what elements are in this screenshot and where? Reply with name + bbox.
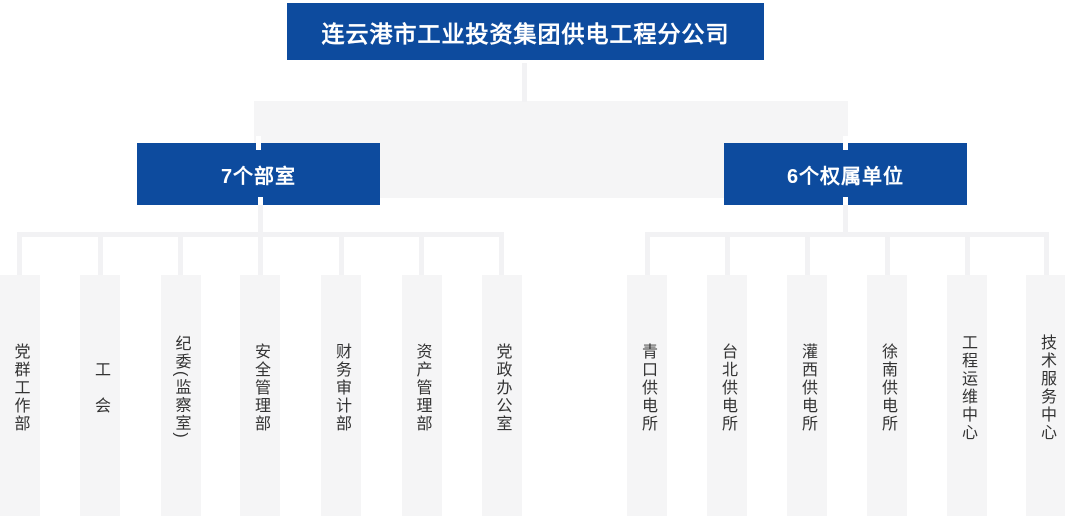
org-column-label: 党政办公室	[493, 342, 511, 433]
group-children-connector	[644, 232, 1049, 237]
org-column: 技术服务中心	[1026, 275, 1065, 516]
org-column: 工 会	[80, 275, 120, 516]
org-column: 工程运维中心	[947, 275, 987, 516]
org-column-label: 安全管理部	[252, 342, 269, 433]
group-box-subsidiaries: 6个权属单位	[724, 143, 967, 205]
column-connector-line	[644, 237, 650, 275]
org-column: 财务审计部	[321, 275, 361, 516]
subsidiaries-stub-line	[843, 205, 848, 233]
column-connector-line	[724, 237, 730, 275]
subsidiaries-top-tick	[843, 136, 848, 150]
org-column-label: 纪委(监察室)	[172, 335, 190, 440]
org-column-label: 青口供电所	[639, 342, 656, 433]
column-connector-line	[419, 237, 424, 275]
org-root-label: 连云港市工业投资集团供电工程分公司	[321, 20, 730, 47]
org-column-label: 工程运维中心	[959, 333, 976, 442]
org-column-label: 资产管理部	[413, 342, 431, 433]
org-column: 纪委(监察室)	[160, 275, 201, 516]
departments-bottom-tick	[257, 197, 263, 206]
org-column-label: 技术服务中心	[1038, 333, 1055, 442]
column-connector-line	[338, 237, 344, 275]
group-box-departments: 7个部室	[137, 143, 380, 205]
org-column-label: 财务审计部	[333, 342, 350, 433]
org-column: 党群工作部	[0, 275, 40, 516]
org-column: 青口供电所	[627, 275, 667, 516]
column-connector-line	[804, 237, 810, 275]
org-column-label: 党群工作部	[11, 342, 29, 433]
org-column: 灌西供电所	[787, 275, 827, 516]
org-column: 台北供电所	[707, 275, 747, 516]
group-children-connector	[17, 232, 504, 237]
column-connector-line	[1043, 237, 1049, 275]
column-connector-line	[884, 237, 890, 275]
column-connector-line	[97, 237, 103, 275]
org-column: 安全管理部	[240, 275, 280, 516]
column-connector-line	[499, 237, 504, 275]
org-column-label: 台北供电所	[719, 342, 736, 433]
departments-stub-line	[257, 205, 263, 233]
column-connector-line	[964, 237, 970, 275]
group-label-departments: 7个部室	[220, 165, 297, 188]
column-connector-line	[17, 237, 22, 275]
org-column-label: 灌西供电所	[799, 342, 816, 433]
departments-top-tick	[256, 136, 261, 150]
org-column-label: 徐南供电所	[879, 342, 896, 433]
org-column: 党政办公室	[481, 275, 522, 516]
org-root-box: 连云港市工业投资集团供电工程分公司	[287, 3, 764, 60]
org-column: 资产管理部	[401, 275, 442, 516]
org-column-label: 工 会	[92, 360, 109, 415]
group-label-subsidiaries: 6个权属单位	[786, 165, 905, 188]
subsidiaries-bottom-tick	[843, 197, 848, 206]
root-connector-line	[522, 60, 527, 102]
column-connector-line	[178, 237, 183, 275]
column-connector-line	[257, 237, 263, 275]
org-column: 徐南供电所	[867, 275, 907, 516]
